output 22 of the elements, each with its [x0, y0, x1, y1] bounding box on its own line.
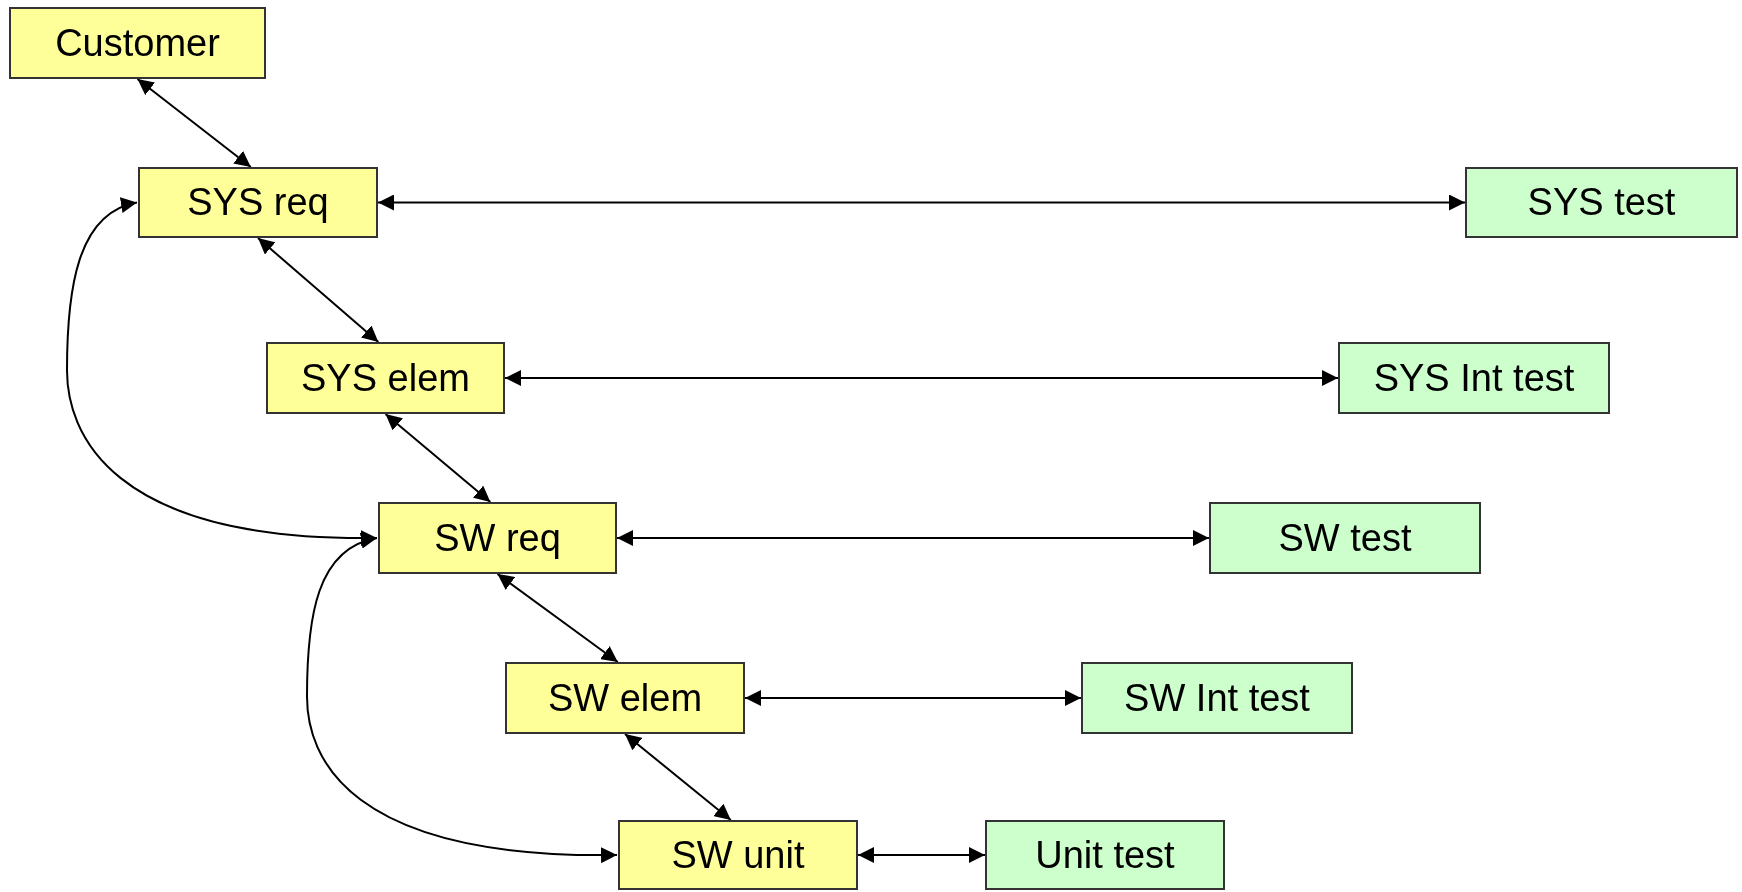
- test-box: SW test: [1209, 502, 1481, 574]
- arrow: [744, 690, 1082, 706]
- arrow: [377, 194, 1466, 211]
- arrow: [616, 530, 1210, 546]
- test-box: SYS Int test: [1338, 342, 1610, 414]
- process-box: Customer: [9, 7, 266, 79]
- test-box: Unit test: [985, 820, 1225, 890]
- curved-arrow: [306, 534, 618, 863]
- arrow: [504, 370, 1339, 386]
- arrow: [496, 573, 619, 663]
- arrow: [624, 733, 732, 821]
- process-box: SW req: [378, 502, 617, 574]
- process-box: SYS elem: [266, 342, 505, 414]
- process-box: SW elem: [505, 662, 745, 734]
- arrow: [857, 847, 986, 863]
- test-box: SYS test: [1465, 167, 1738, 238]
- arrow: [136, 78, 252, 168]
- test-box: SW Int test: [1081, 662, 1353, 734]
- process-box: SW unit: [618, 820, 858, 890]
- arrow: [384, 413, 492, 503]
- arrow: [257, 237, 380, 343]
- process-box: SYS req: [138, 167, 378, 238]
